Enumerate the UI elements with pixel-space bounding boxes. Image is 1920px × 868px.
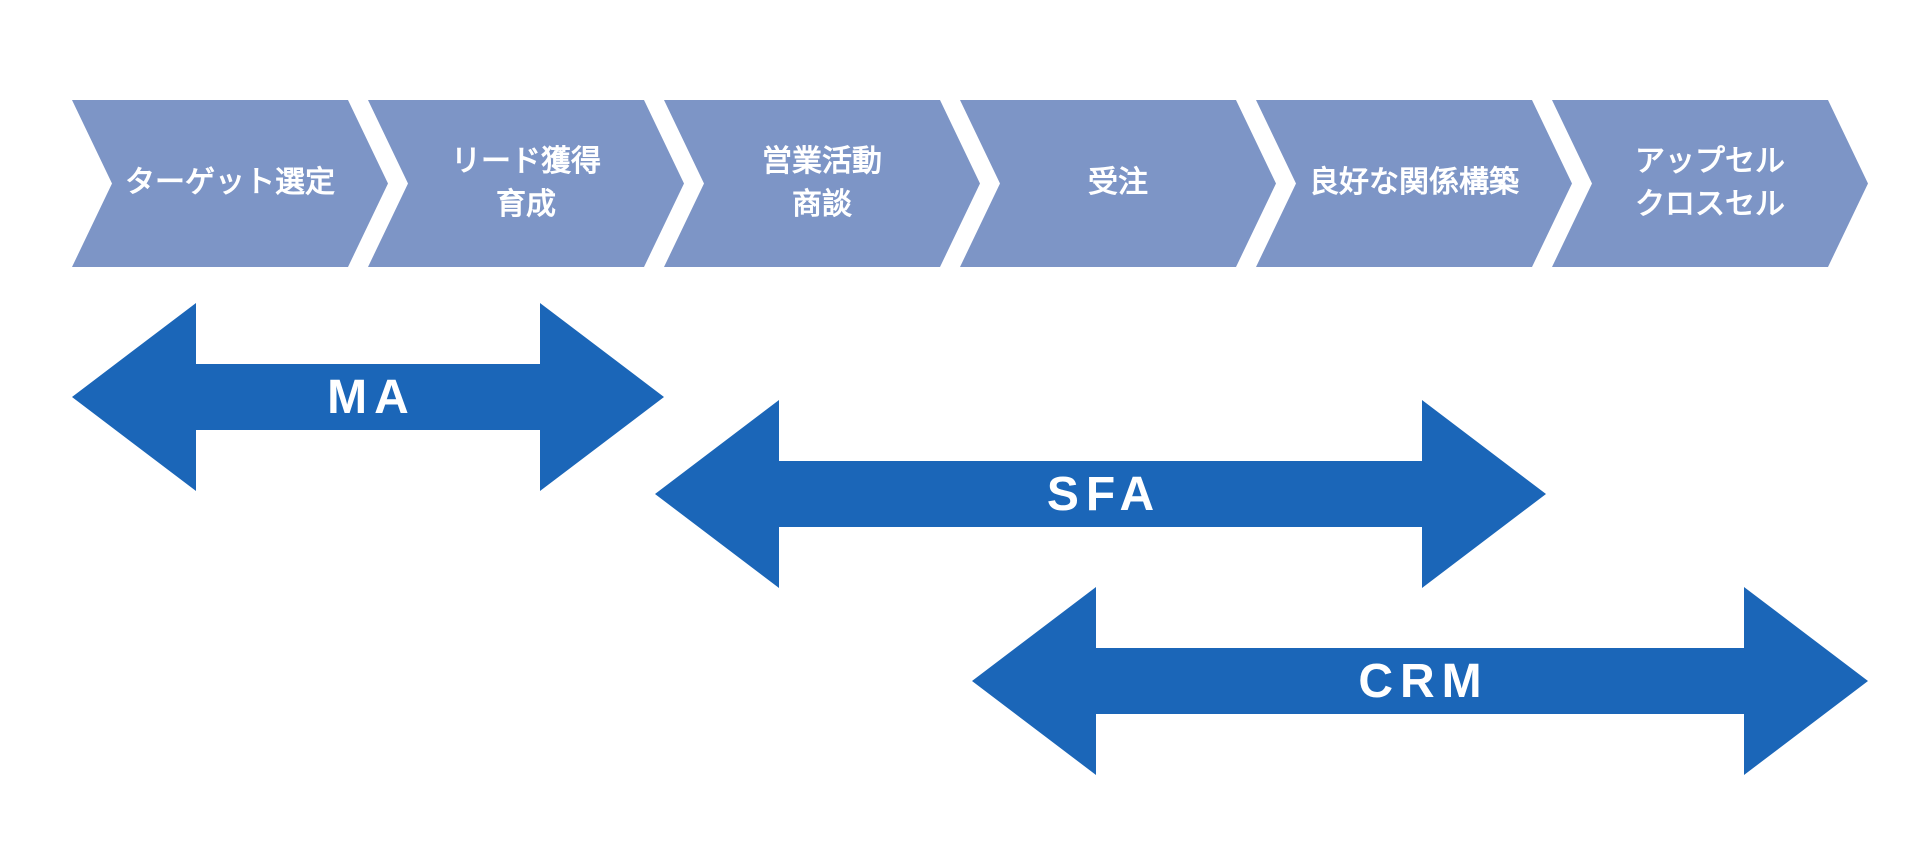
sfa-label: SFA (1046, 467, 1162, 521)
stage-chevron-order: 受注 (960, 100, 1276, 267)
stage-label-lead-acquisition: リード獲得 育成 (451, 144, 601, 221)
stage-chevron-sales-activity: 営業活動 商談 (664, 100, 980, 267)
stage-label-relationship-building: 良好な関係構築 (1309, 166, 1519, 200)
crm-label: CRM (1358, 654, 1489, 708)
ma-coverage-arrow: MA (72, 303, 664, 491)
stage-chevron-relationship-building: 良好な関係構築 (1256, 100, 1572, 267)
crm-coverage-arrow: CRM (972, 587, 1868, 775)
stage-label-target-selection: ターゲット選定 (125, 166, 335, 200)
stage-label-order: 受注 (1088, 166, 1148, 200)
sfa-coverage-arrow: SFA (655, 400, 1546, 588)
ma-label: MA (327, 370, 416, 424)
stage-label-upsell-crosssell: アップセル クロスセル (1635, 144, 1785, 221)
stage-label-sales-activity: 営業活動 商談 (762, 144, 882, 221)
stage-chevron-lead-acquisition: リード獲得 育成 (368, 100, 684, 267)
stage-chevron-upsell-crosssell: アップセル クロスセル (1552, 100, 1868, 267)
stage-chevron-target-selection: ターゲット選定 (72, 100, 388, 267)
